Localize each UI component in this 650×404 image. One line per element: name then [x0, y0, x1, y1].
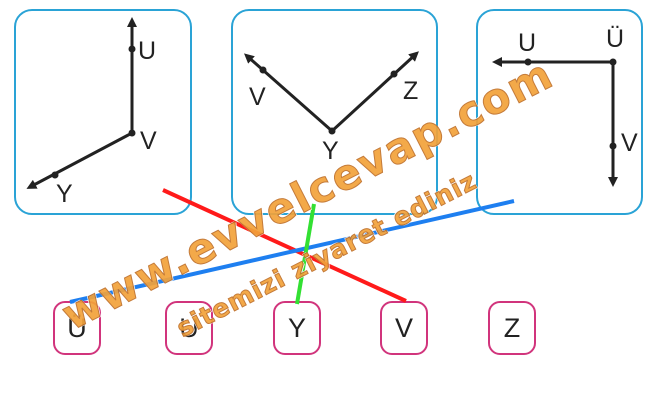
label-y: Y: [56, 180, 73, 208]
point-u-umlaut: [609, 58, 617, 66]
choice-z[interactable]: Z: [488, 301, 536, 355]
match-line-green: [295, 203, 316, 305]
angle-panel-2: V Z Y: [231, 9, 438, 215]
label-v: V: [621, 129, 638, 157]
angle-panel-1: U V Y: [14, 9, 192, 215]
label-v: V: [140, 127, 157, 155]
point-v: [128, 129, 136, 137]
point-v: [259, 66, 267, 74]
angle-diagram-2: [244, 51, 419, 135]
point-y: [51, 171, 59, 179]
label-y: Y: [322, 137, 339, 165]
point-u: [128, 45, 136, 53]
label-u: U: [518, 29, 537, 57]
point-y: [328, 127, 336, 135]
point-z: [390, 70, 398, 78]
choice-v[interactable]: V: [380, 301, 428, 355]
label-u-umlaut: Ü: [606, 25, 625, 53]
angle-diagram-3: [492, 57, 618, 187]
point-v: [609, 142, 617, 150]
ray-vy: [26, 131, 133, 189]
label-v: V: [249, 83, 266, 111]
point-u: [524, 58, 532, 66]
label-u: U: [138, 37, 157, 65]
label-z: Z: [403, 77, 419, 105]
angle-panel-3: U Ü V: [476, 9, 643, 215]
choice-u[interactable]: U: [165, 301, 213, 355]
ray-yz: [330, 51, 419, 133]
choice-y[interactable]: Y: [273, 301, 321, 355]
choice-u-umlaut[interactable]: Ü: [53, 301, 101, 355]
angle-diagram-1: [26, 17, 137, 189]
